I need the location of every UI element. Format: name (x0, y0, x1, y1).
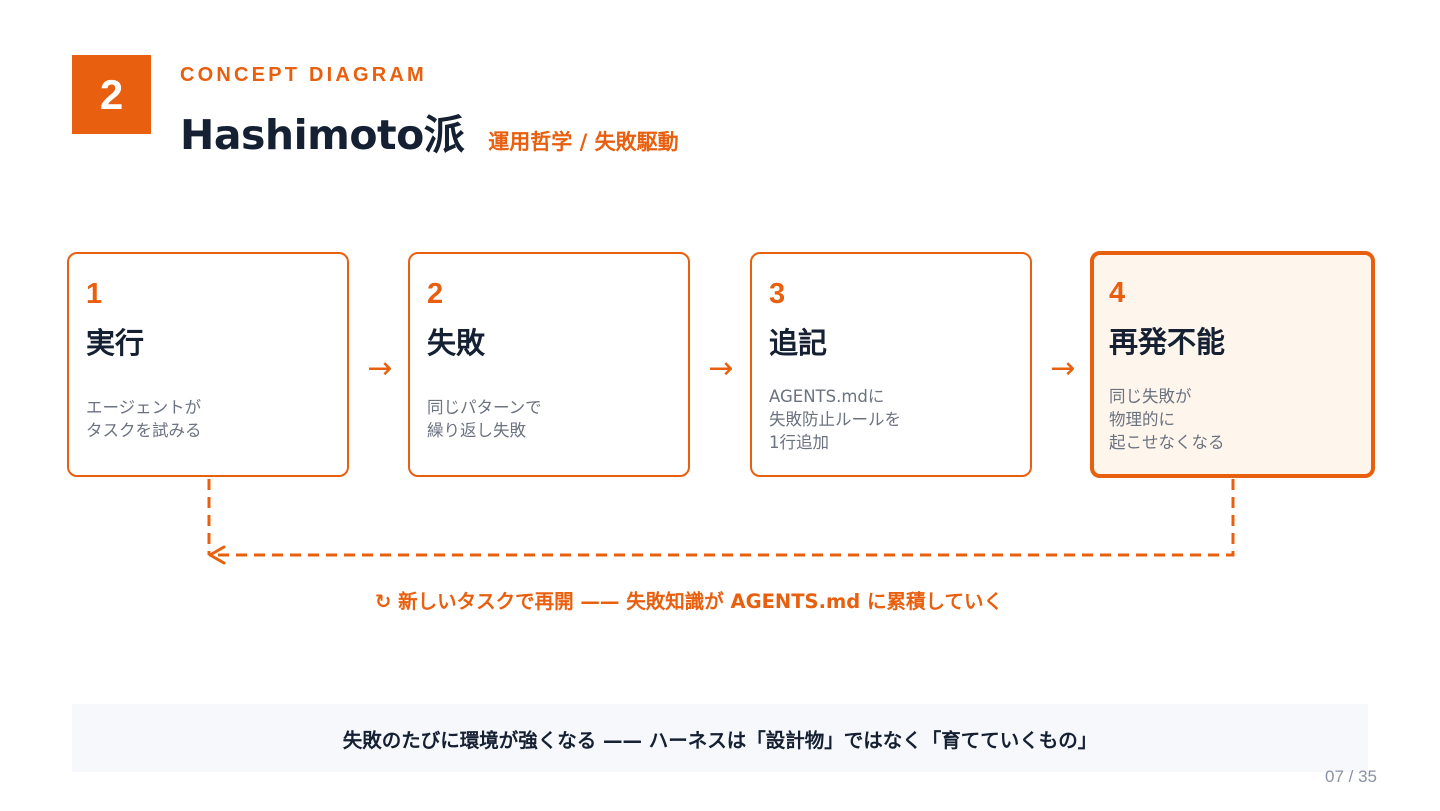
eyebrow-label: CONCEPT DIAGRAM (180, 64, 427, 86)
step-card-2: 2 失敗 同じパターンで 繰り返し失敗 (408, 252, 690, 477)
feedback-loop-arrowhead (208, 545, 226, 565)
flow-arrow: → (367, 351, 393, 386)
flow-arrow: → (708, 351, 734, 386)
title-row: Hashimoto派 運用哲学 / 失敗駆動 (180, 101, 679, 161)
step-number: 4 (1109, 277, 1126, 309)
takeaway-text: 失敗のたびに環境が強くなる —— ハーネスは「設計物」ではなく「育てていくもの」 (342, 728, 1098, 752)
step-number: 3 (769, 278, 786, 310)
step-description-line: タスクを試みる (86, 421, 202, 440)
page-number: 07 / 35 (1325, 767, 1377, 786)
step-description-line: 起こせなくなる (1109, 433, 1225, 452)
feedback-loop-line (207, 479, 1235, 557)
section-number-badge: 2 (72, 55, 151, 134)
step-number: 1 (86, 278, 103, 310)
flow-arrow: → (1050, 351, 1076, 386)
loop-caption: ↻ 新しいタスクで再開 —— 失敗知識が AGENTS.md に累積していく (375, 590, 1003, 613)
step-description: エージェントが タスクを試みる (86, 396, 202, 442)
step-description-line: エージェントが (86, 398, 202, 417)
step-card-3: 3 追記 AGENTS.mdに 失敗防止ルールを 1行追加 (750, 252, 1032, 477)
step-card-4: 4 再発不能 同じ失敗が 物理的に 起こせなくなる (1090, 251, 1375, 478)
step-description-line: 繰り返し失敗 (427, 421, 526, 440)
step-card-1: 1 実行 エージェントが タスクを試みる (67, 252, 349, 477)
page-subtitle: 運用哲学 / 失敗駆動 (488, 130, 679, 154)
step-description: 同じ失敗が 物理的に 起こせなくなる (1109, 385, 1225, 454)
step-description: AGENTS.mdに 失敗防止ルールを 1行追加 (769, 385, 901, 454)
step-description-line: 1行追加 (769, 433, 829, 452)
takeaway-banner: 失敗のたびに環境が強くなる —— ハーネスは「設計物」ではなく「育てていくもの」 (72, 704, 1368, 772)
step-description-line: 同じパターンで (427, 398, 542, 417)
step-title: 再発不能 (1109, 325, 1226, 359)
step-description-line: 同じ失敗が (1109, 387, 1192, 406)
step-description: 同じパターンで 繰り返し失敗 (427, 396, 542, 442)
step-number: 2 (427, 278, 444, 310)
step-description-line: 物理的に (1109, 410, 1175, 429)
step-title: 実行 (86, 326, 145, 360)
step-title: 失敗 (427, 326, 486, 360)
step-description-line: AGENTS.mdに (769, 387, 885, 406)
step-title: 追記 (769, 326, 828, 360)
page-title: Hashimoto派 (180, 111, 465, 159)
step-description-line: 失敗防止ルールを (769, 410, 901, 429)
